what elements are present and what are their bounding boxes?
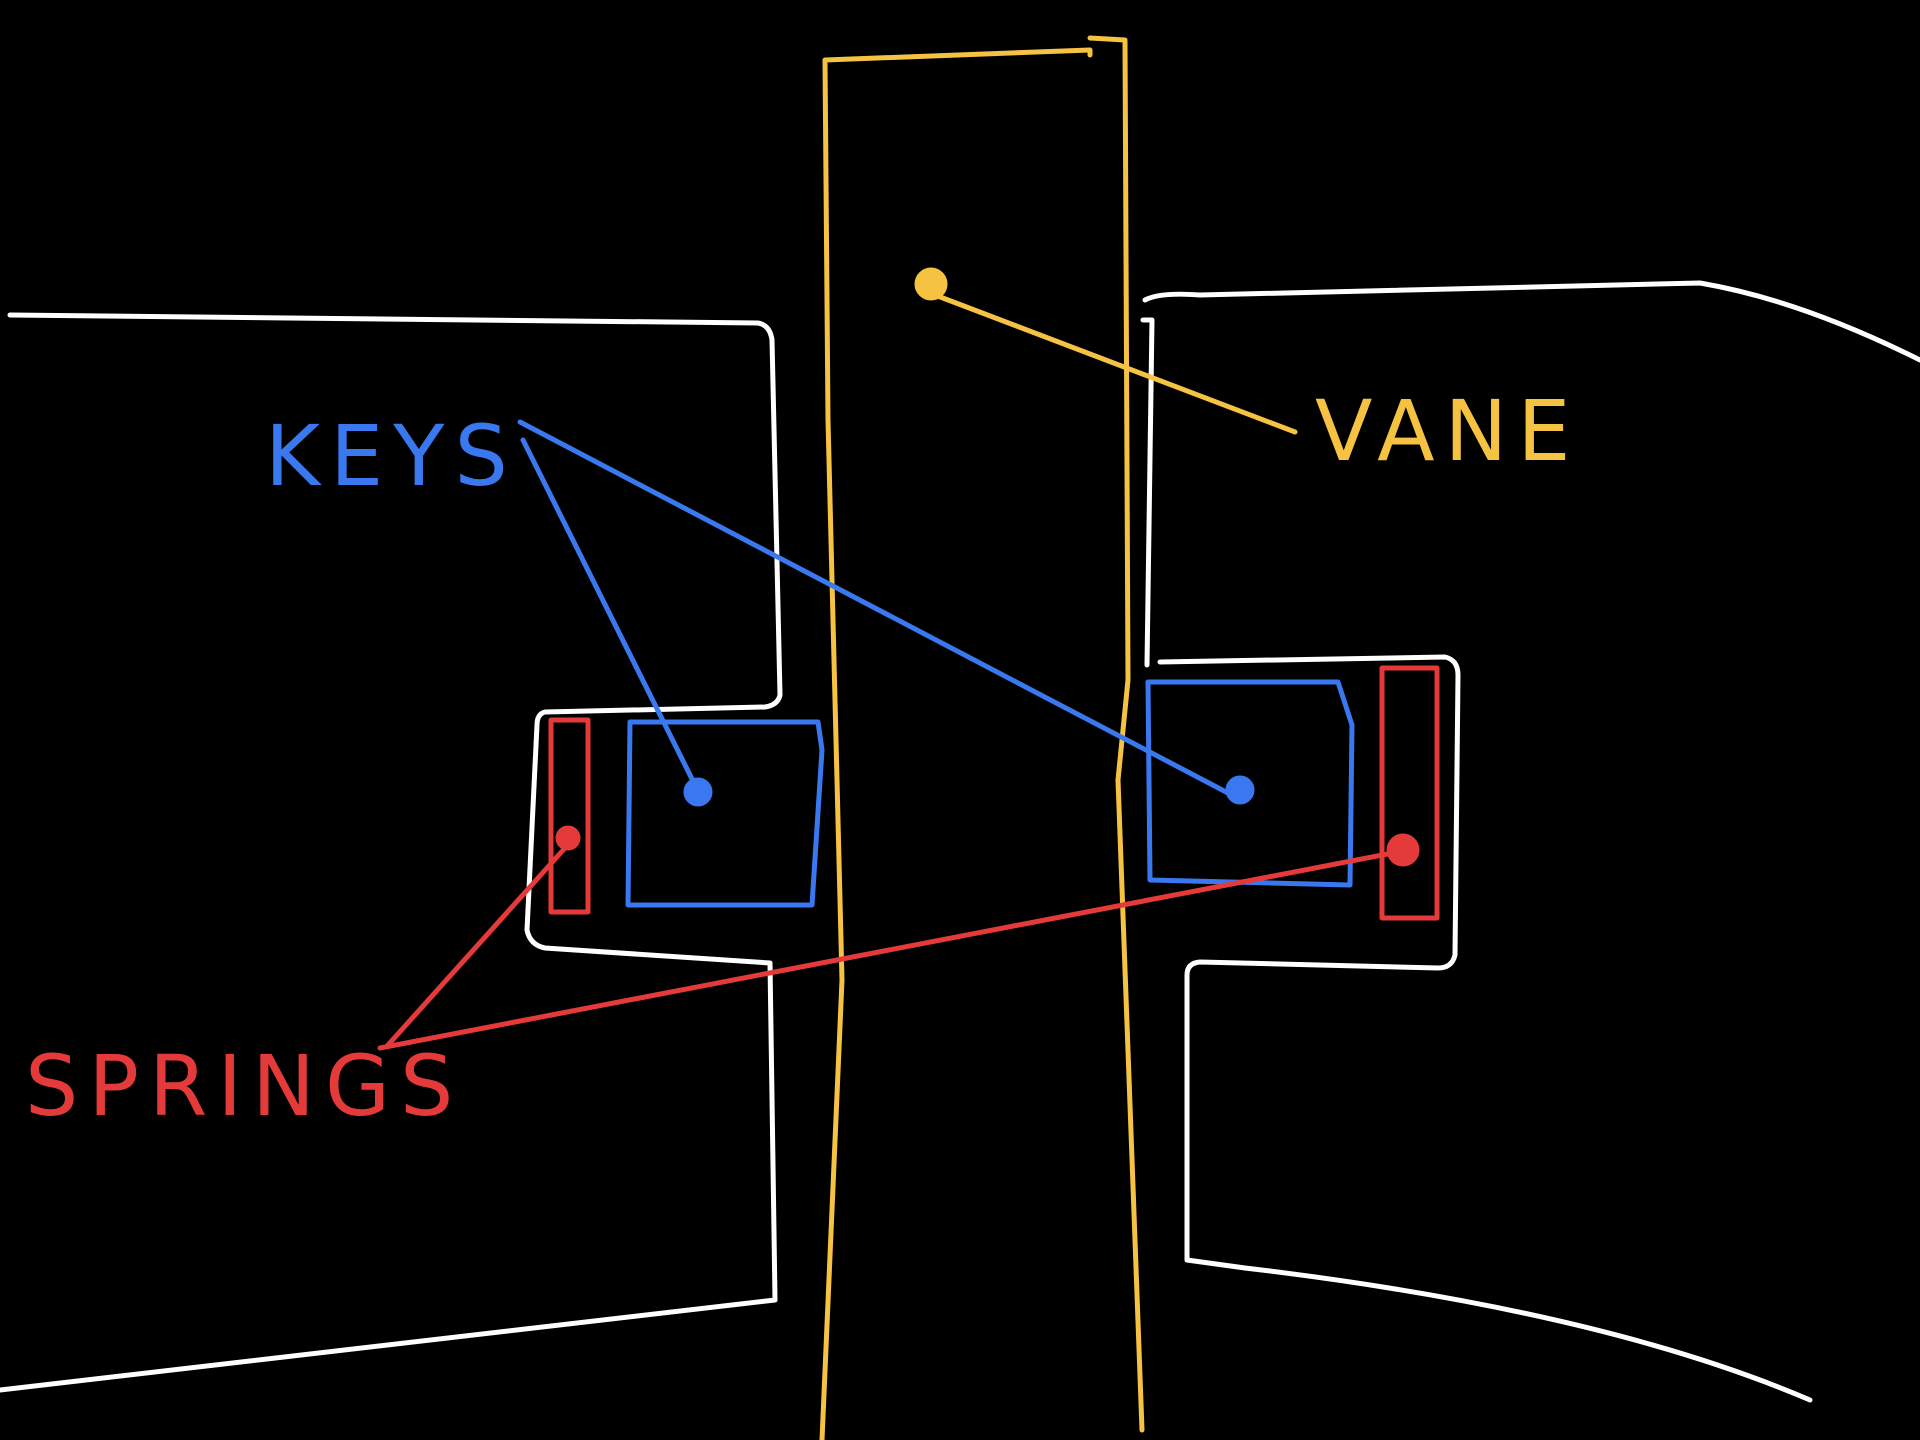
vane-leader-line bbox=[932, 292, 1298, 435]
vane-right-edge bbox=[1087, 35, 1145, 1433]
housing-right-inner bbox=[1140, 317, 1155, 668]
keys bbox=[517, 419, 1355, 908]
spring-leader-left bbox=[385, 845, 568, 1048]
spring-right bbox=[1379, 665, 1440, 921]
spring-right-marker bbox=[1386, 833, 1420, 867]
spring-left bbox=[548, 717, 591, 915]
key-leader-right bbox=[517, 419, 1231, 796]
key-right bbox=[1145, 679, 1355, 888]
housing-left-top bbox=[0, 312, 783, 1393]
housing-right-top bbox=[1142, 280, 1920, 363]
spring-left-marker bbox=[555, 825, 581, 851]
springs-label: SPRINGS bbox=[25, 1037, 463, 1135]
spring-leader-right bbox=[377, 849, 1401, 1051]
housing-right-pocket bbox=[1157, 654, 1813, 1403]
vane bbox=[819, 35, 1298, 1440]
springs bbox=[377, 665, 1440, 1051]
vane-label: VANE bbox=[1315, 382, 1580, 480]
vane-outline bbox=[819, 47, 1093, 1440]
key-right-marker bbox=[1225, 775, 1255, 805]
vane-marker bbox=[914, 267, 948, 301]
key-leader-left bbox=[520, 437, 698, 788]
key-left-marker bbox=[683, 777, 713, 807]
key-left bbox=[625, 719, 825, 908]
keys-label: KEYS bbox=[265, 407, 518, 505]
housing bbox=[0, 280, 1920, 1403]
